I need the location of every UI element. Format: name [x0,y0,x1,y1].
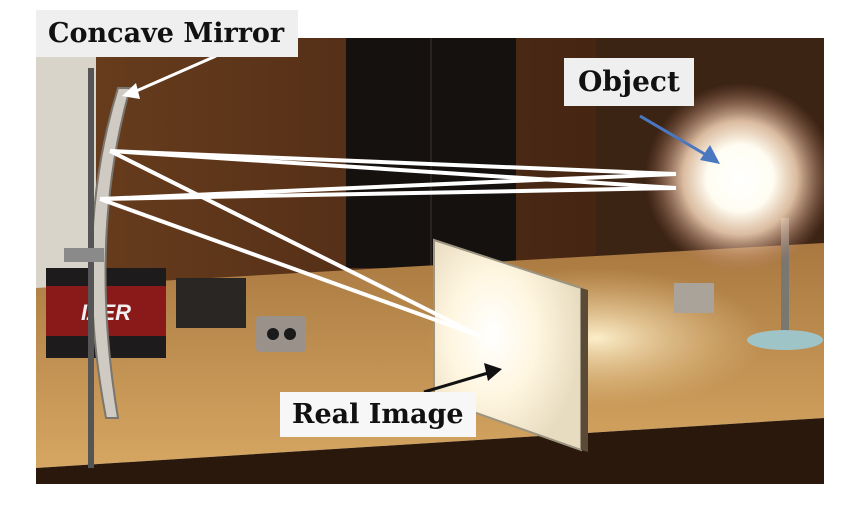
outlet-box [256,316,306,352]
light-rays [99,149,677,338]
concave-mirror-label: Concave Mirror [36,10,299,58]
photo-scene: IZER [36,38,824,484]
object-arrow [639,114,720,164]
power-cable-box [176,278,246,328]
scene-illustration: IZER [36,38,824,484]
object-label: Object [564,58,694,107]
lamp-base [747,330,823,350]
lamp-stand [781,218,789,336]
table-block [674,283,714,313]
real-image-label: Real Image [280,392,476,438]
concave-mirror [90,87,132,419]
light-source-object [645,83,824,273]
mirror-stand [88,68,94,468]
table-edge [36,418,824,484]
mirror-arrow [122,54,217,99]
image-arrow [423,363,502,394]
